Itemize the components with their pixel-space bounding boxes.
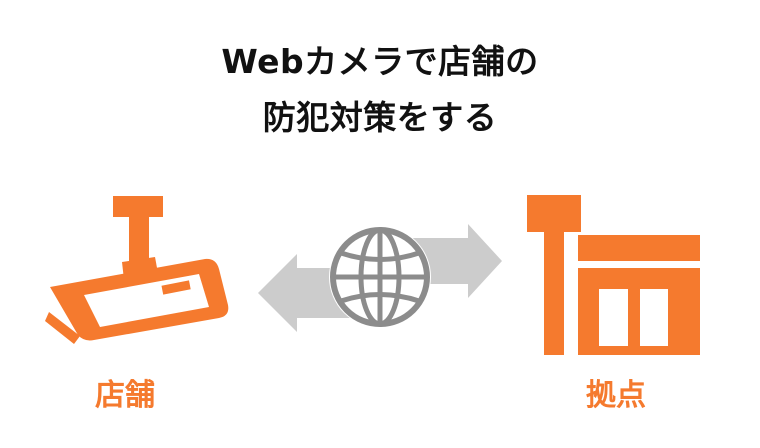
building-pole	[544, 232, 564, 355]
title-line-2: 防犯対策をする	[262, 98, 498, 137]
title-line-1: Webカメラで店舗の	[221, 42, 539, 81]
building-door-left	[599, 289, 628, 346]
camera-lens-hood	[45, 312, 80, 344]
camera-mount-top	[113, 196, 163, 217]
store-building-icon	[527, 195, 700, 355]
building-sign	[527, 195, 581, 232]
globe-latitude-north	[340, 250, 420, 262]
globe-icon	[329, 226, 431, 328]
store-label: 店舗	[95, 378, 155, 413]
building-door-right	[640, 289, 668, 346]
base-label: 拠点	[586, 378, 646, 413]
globe-latitude-south	[340, 292, 420, 304]
building-wall	[578, 268, 700, 355]
camera-led	[161, 280, 191, 295]
security-camera-icon	[45, 196, 229, 344]
building-roof	[578, 235, 700, 261]
